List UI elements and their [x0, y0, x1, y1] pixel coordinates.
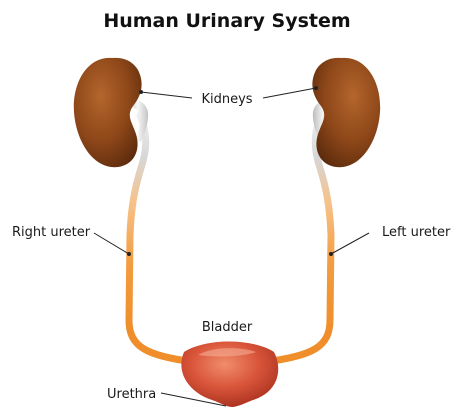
left-ureter-dot	[329, 252, 333, 256]
right-ureter	[129, 115, 195, 362]
left-ureter-label: Left ureter	[382, 225, 451, 240]
kidneys-dot-left	[314, 86, 318, 90]
urethra-label: Urethra	[107, 387, 156, 402]
kidneys-leader-right	[141, 92, 192, 98]
kidneys-dot-right	[139, 90, 143, 94]
right-ureter-leader	[94, 233, 129, 254]
kidneys-leader-left	[263, 88, 316, 98]
right-kidney	[74, 58, 142, 167]
right-ureter-label: Right ureter	[12, 225, 91, 240]
kidneys-label: Kidneys	[201, 92, 252, 107]
left-ureter-leader	[331, 233, 369, 254]
bladder-label: Bladder	[202, 320, 253, 335]
right-ureter-dot	[127, 252, 131, 256]
diagram-title: Human Urinary System	[103, 10, 350, 32]
